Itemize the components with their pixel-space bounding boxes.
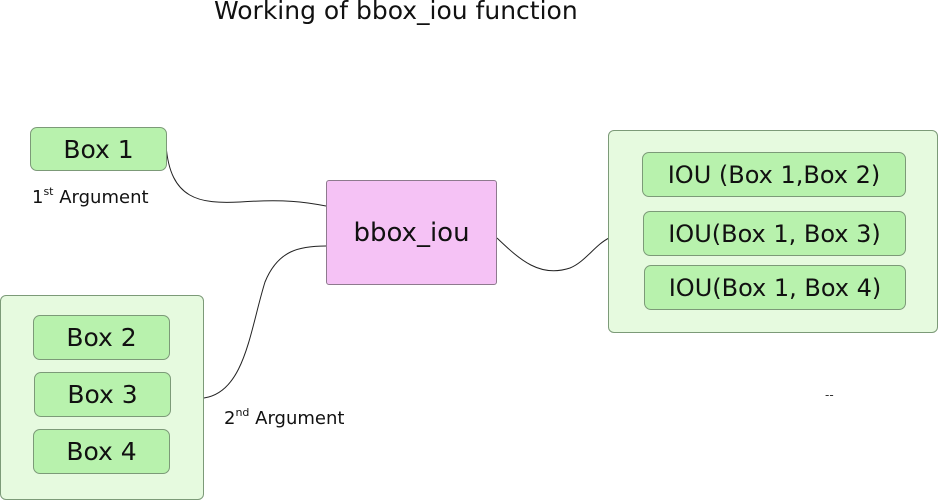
second-argument-suffix: nd (235, 406, 250, 419)
bbox-iou-function-box: bbox_iou (326, 180, 497, 285)
first-argument-suffix: st (43, 185, 54, 198)
diagram-title: Working of bbox_iou function (214, 0, 578, 25)
output-iou-box1-box3: IOU(Box 1, Box 3) (643, 211, 906, 256)
output-iou-box1-box4: IOU(Box 1, Box 4) (644, 265, 906, 310)
first-argument-text: Argument (59, 187, 149, 208)
output-iou-box1-box2: IOU (Box 1,Box 2) (642, 152, 906, 197)
box-3: Box 3 (34, 372, 171, 417)
first-argument-ordinal: 1 (32, 187, 44, 208)
second-argument-label: 2nd Argument (224, 406, 345, 429)
box-2: Box 2 (33, 315, 170, 360)
second-argument-text: Argument (255, 408, 345, 429)
connector-function-to-outputs (496, 237, 610, 272)
box-4: Box 4 (33, 429, 170, 474)
first-argument-label: 1st Argument (32, 185, 149, 208)
connector-group-to-function (203, 245, 327, 399)
connector-box1-to-function (165, 144, 327, 207)
box-1: Box 1 (30, 127, 167, 171)
stray-mark: -- (825, 388, 834, 402)
second-argument-ordinal: 2 (224, 408, 236, 429)
